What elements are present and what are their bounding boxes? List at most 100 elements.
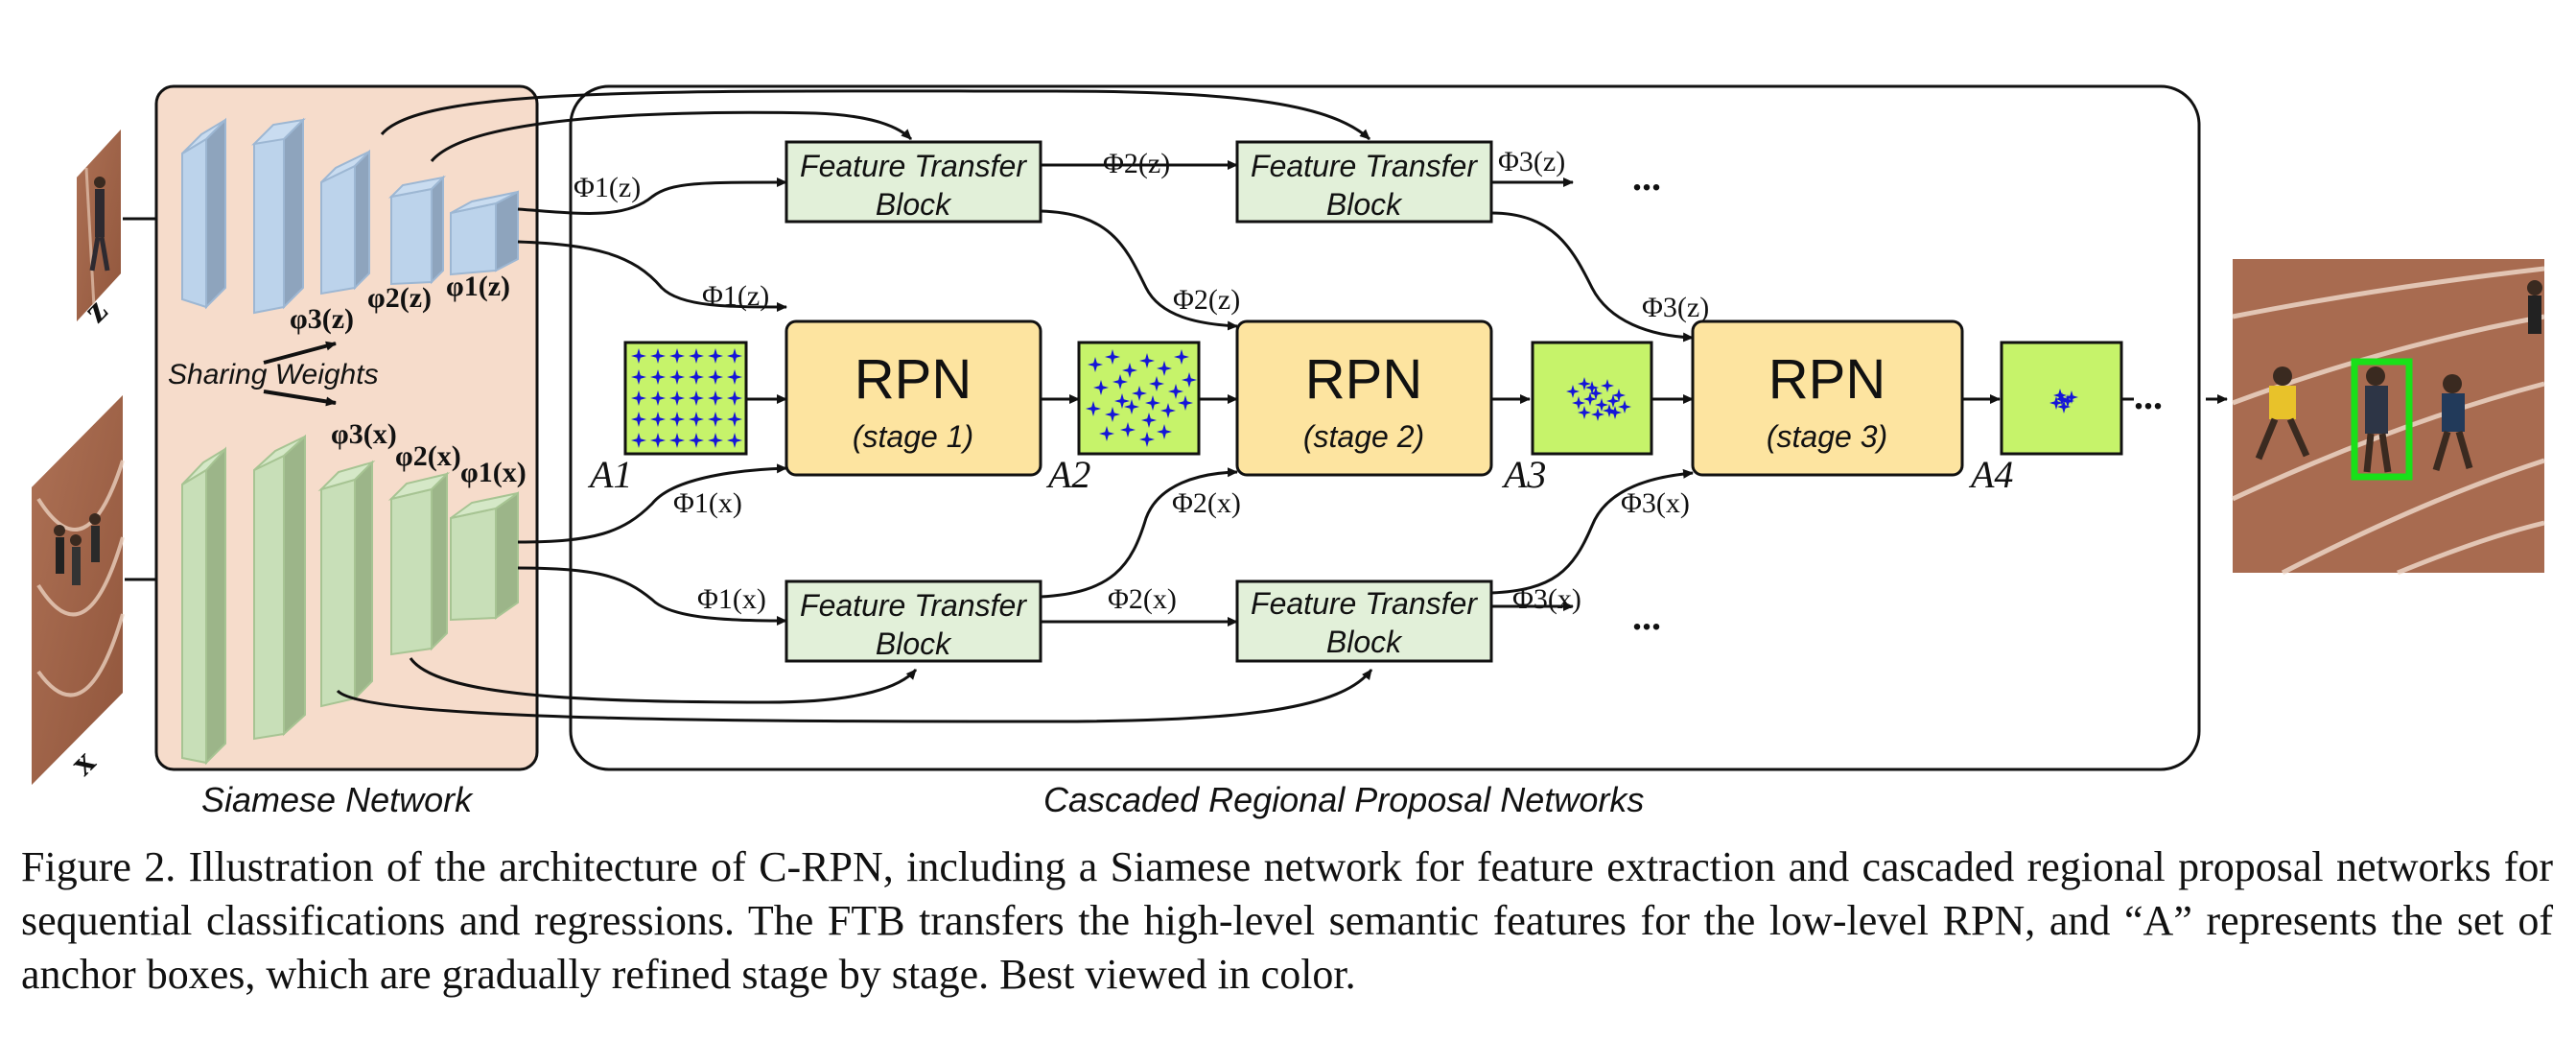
- anchor-marker: [1589, 387, 1603, 400]
- z-feature-phi1: φ1(z): [446, 271, 510, 302]
- siamese-network-title: Siamese Network: [201, 780, 474, 819]
- anchor-marker: [1583, 392, 1597, 406]
- anchor-marker: [1168, 384, 1183, 399]
- anchor-marker: [1139, 432, 1155, 447]
- anchor-marker: [2057, 400, 2071, 414]
- anchor-marker: [1160, 403, 1176, 418]
- template-layer-5: [450, 190, 519, 276]
- anchor-marker: [1606, 394, 1620, 408]
- ftb-line1: Feature Transfer: [1251, 149, 1478, 183]
- anchor-marker: [1174, 349, 1189, 365]
- anchor-marker: [1112, 374, 1128, 390]
- phi1-x-upper: Φ1(x): [673, 487, 742, 519]
- search-layer-2: [253, 434, 306, 741]
- anchor-marker: [1182, 372, 1197, 388]
- anchor-box-a2: [1077, 341, 1201, 456]
- anchor-marker: [1578, 406, 1591, 419]
- ftb-line1: Feature Transfer: [800, 149, 1027, 183]
- anchor-marker: [689, 348, 704, 364]
- anchor-marker: [1105, 407, 1120, 422]
- template-layer-2: [251, 117, 306, 315]
- ftb1x-to-rpn2: [1040, 467, 1238, 599]
- template-cnn-layers: [181, 117, 519, 315]
- anchor-markers-a3: [1566, 377, 1631, 421]
- search-layer-3: [317, 460, 376, 708]
- anchor-marker: [1157, 361, 1172, 376]
- anchor-markers-a4: [2049, 389, 2078, 414]
- anchor-marker: [2055, 392, 2069, 406]
- skip-z-phi2-to-ftb1: [430, 110, 913, 162]
- anchor-marker: [650, 348, 666, 364]
- anchor-marker: [669, 390, 685, 406]
- ftb-x-stage1: Feature Transfer Block: [785, 579, 1042, 663]
- sharing-arrow-up: [263, 341, 337, 365]
- ellipsis-z: ...: [1632, 155, 1661, 199]
- template-layer-4: [387, 175, 447, 286]
- sharing-arrow-down: [263, 390, 337, 407]
- connections: [336, 89, 2228, 723]
- rpn-stage-label: (stage 3): [1767, 419, 1887, 454]
- rpn-title: RPN: [855, 348, 972, 411]
- anchor-marker: [1088, 357, 1103, 372]
- search-image: [32, 395, 125, 785]
- anchor-marker: [727, 390, 742, 406]
- anchor-box-a4: [2000, 341, 2123, 456]
- anchor-marker: [631, 433, 646, 448]
- anchor-marker: [1578, 377, 1591, 390]
- phi3-z-upper: Φ3(z): [1498, 146, 1565, 177]
- anchor-marker: [708, 369, 723, 385]
- anchor-marker: [650, 433, 666, 448]
- rpn-stage1: RPN (stage 1): [785, 319, 1042, 477]
- z-feature-phi3: φ3(z): [290, 303, 354, 335]
- anchor-marker: [1149, 376, 1164, 391]
- ftb-line1: Feature Transfer: [800, 588, 1027, 623]
- phi1-z-upper: Φ1(z): [574, 172, 641, 203]
- anchor-marker: [650, 369, 666, 385]
- output-ellipsis: ...: [2134, 374, 2163, 417]
- anchor-marker: [1603, 404, 1616, 417]
- ftb-line2: Block: [876, 187, 952, 222]
- search-layer-4: [387, 471, 451, 656]
- search-cnn-layers: [181, 434, 519, 766]
- figure-caption: Figure 2. Illustration of the architectu…: [21, 843, 2553, 998]
- anchor-markers-a2: [1086, 349, 1197, 447]
- ftb-z-stage2: Feature Transfer Block: [1235, 140, 1493, 224]
- anchor-marker: [1178, 395, 1193, 411]
- ellipsis-x: ...: [1632, 595, 1661, 638]
- anchor-marker: [1595, 398, 1608, 412]
- anchor-marker: [1122, 363, 1137, 378]
- anchor-marker: [1139, 353, 1155, 368]
- phi1-x-lower: Φ1(x): [697, 583, 766, 615]
- anchor-marker: [1157, 424, 1172, 439]
- rpn-stage-label: (stage 1): [853, 419, 973, 454]
- anchor-marker: [727, 348, 742, 364]
- anchor-marker: [1086, 401, 1101, 416]
- anchor-marker: [727, 412, 742, 427]
- anchor-marker: [1124, 399, 1139, 414]
- anchor-marker: [1591, 408, 1604, 421]
- ftb-line2: Block: [1326, 187, 1403, 222]
- anchor-label-a3: A3: [1501, 453, 1546, 496]
- sharing-weights-label: Sharing Weights: [168, 359, 379, 390]
- anchor-marker: [708, 348, 723, 364]
- template-layer-1: [181, 117, 226, 310]
- search-layer-5: [450, 491, 519, 622]
- phi3-z-lower: Φ3(z): [1642, 292, 1709, 323]
- input-x-label: x: [62, 742, 104, 783]
- anchor-marker: [1601, 379, 1614, 392]
- anchor-marker: [631, 348, 646, 364]
- rpn-title: RPN: [1768, 348, 1885, 411]
- anchor-marker: [689, 433, 704, 448]
- phi2-x-upper: Φ2(x): [1172, 487, 1241, 519]
- phi1-z-lower: Φ1(z): [702, 280, 769, 312]
- anchor-marker: [727, 433, 742, 448]
- ftb-line2: Block: [1326, 625, 1403, 659]
- anchor-marker: [708, 412, 723, 427]
- rpn-title: RPN: [1305, 348, 1422, 411]
- anchor-marker: [631, 412, 646, 427]
- x-phi1-to-ftb1: [517, 566, 787, 626]
- rpn-stage-label: (stage 2): [1303, 419, 1424, 454]
- anchor-box-a3: [1531, 341, 1653, 456]
- ftb-z-stage1: Feature Transfer Block: [785, 140, 1042, 224]
- search-layer-1: [181, 446, 226, 766]
